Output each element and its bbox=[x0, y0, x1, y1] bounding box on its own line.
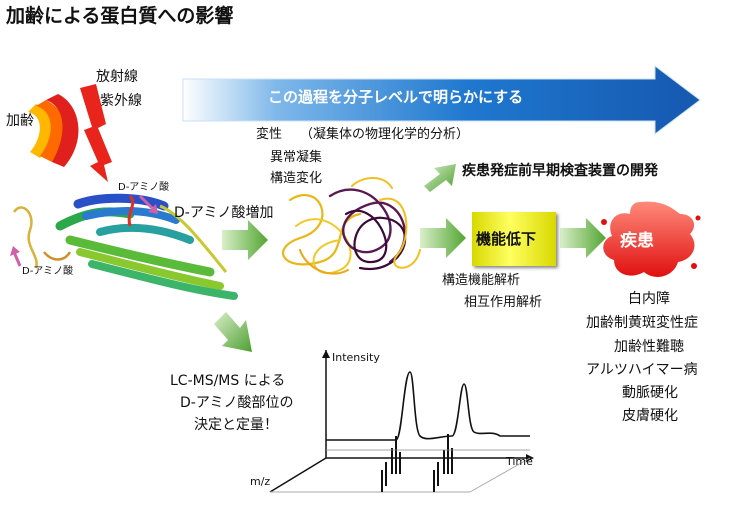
disease-splat-icon bbox=[601, 201, 701, 277]
disease-item: 動脈硬化 bbox=[622, 385, 678, 401]
function-decline-box bbox=[472, 212, 556, 266]
disease-label: 疾患 bbox=[620, 231, 654, 251]
arrow-to-aggregate bbox=[222, 220, 268, 260]
arrow-to-disease bbox=[560, 218, 606, 258]
lcms-line2: D-アミノ酸部位の bbox=[180, 395, 294, 411]
structural-change-label: 構造変化 bbox=[270, 171, 323, 186]
lcms-line3: 決定と定量！ bbox=[194, 417, 278, 433]
plot-z-axis bbox=[269, 457, 327, 493]
arrow-to-function-decline bbox=[420, 218, 466, 258]
radiation-label: 放射線 bbox=[96, 69, 138, 85]
analysis-interaction-label: 相互作用解析 bbox=[464, 295, 543, 310]
plot-y-label: Intensity bbox=[332, 351, 380, 364]
disease-item: アルツハイマー病 bbox=[586, 362, 698, 378]
lcms-line1: LC-MS/MS による bbox=[170, 373, 286, 389]
d-amino-pointer-top bbox=[138, 194, 158, 214]
page-title: 加齢による蛋白質への影響 bbox=[6, 5, 234, 27]
ms-plot bbox=[269, 350, 534, 493]
banner-arrow bbox=[182, 64, 701, 136]
abnormal-aggregation-label: 異常凝集 bbox=[270, 150, 323, 165]
plot-z-label: m/z bbox=[250, 475, 271, 488]
banner-text: この過程を分子レベルで明らかにする bbox=[268, 88, 524, 106]
radiation-bolt-icon bbox=[80, 84, 112, 182]
early-detection-label: 疾患発症前早期検査装置の開発 bbox=[462, 163, 658, 179]
disease-item: 皮膚硬化 bbox=[622, 408, 678, 424]
aggregate-tangle-icon bbox=[282, 177, 421, 275]
d-amino-pointer-bottom bbox=[10, 246, 22, 267]
arrow-to-lcms bbox=[214, 312, 252, 352]
denaturation-label: 変性 bbox=[256, 127, 283, 142]
d-amino-increase-label: D-アミノ酸増加 bbox=[174, 205, 274, 221]
plot-x-label: Time bbox=[506, 455, 533, 468]
aging-label: 加齢 bbox=[6, 113, 34, 129]
protein-structure-icon bbox=[12, 193, 238, 300]
d-amino-label-top: D-アミノ酸 bbox=[118, 182, 170, 193]
function-decline-label: 機能低下 bbox=[476, 230, 537, 248]
uv-label: 紫外線 bbox=[100, 93, 142, 109]
aging-stripes-icon bbox=[28, 94, 79, 167]
disease-item: 白内障 bbox=[628, 291, 670, 307]
arrow-to-early-detection bbox=[424, 164, 456, 192]
disease-item: 加齢制黄斑変性症 bbox=[586, 315, 698, 331]
analysis-structure-label: 構造機能解析 bbox=[442, 273, 521, 288]
d-amino-label-bottom: D-アミノ酸 bbox=[22, 266, 74, 277]
disease-item: 加齢性難聴 bbox=[614, 339, 684, 355]
denaturation-note: （凝集体の物理化学的分析） bbox=[300, 127, 470, 142]
